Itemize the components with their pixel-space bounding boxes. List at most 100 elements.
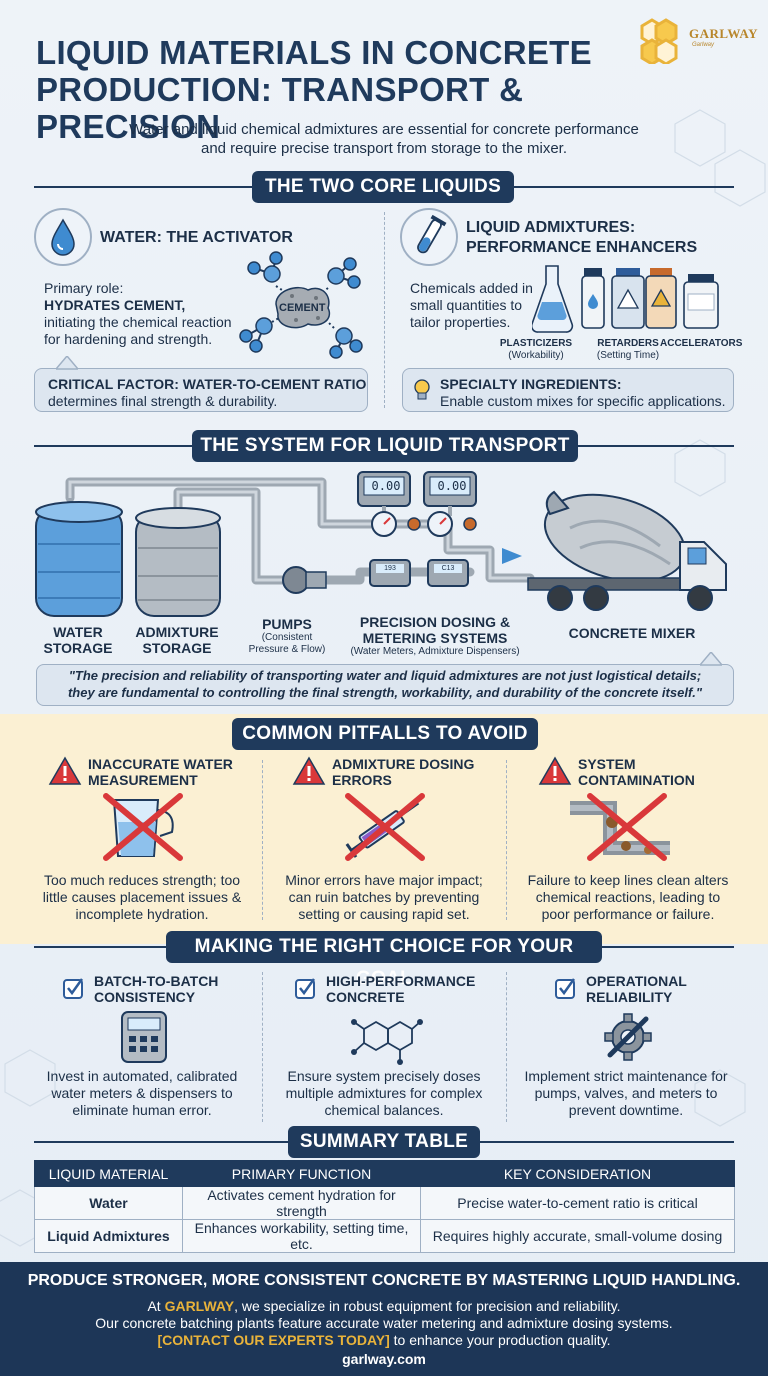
footer-line-2: Our concrete batching plants feature acc…: [95, 1315, 673, 1331]
pitfall-2-text-2: can ruin batches by preventing: [288, 889, 480, 905]
dispenser-reading-2: C13: [441, 565, 455, 572]
pitfall-1-text-1: Too much reduces strength; too: [43, 872, 241, 888]
gear-wrench-icon: [604, 1013, 652, 1061]
admix-heading-line-1: LIQUID ADMIXTURES:: [466, 219, 636, 236]
warning-icon: [292, 756, 326, 785]
summary-table: LIQUID MATERIAL PRIMARY FUNCTION KEY CON…: [34, 1160, 735, 1253]
table-cell: Precise water-to-cement ratio is critica…: [420, 1186, 735, 1220]
table-row: Liquid Admixtures Enhances workability, …: [34, 1219, 735, 1253]
water-callout-text: determines final strength & durability.: [48, 393, 278, 409]
water-storage-label-2: STORAGE: [43, 640, 113, 656]
dosing-label-1: PRECISION DOSING &: [359, 614, 511, 630]
admixture-meter-reading: 0.00: [437, 479, 467, 493]
pitfall-2-text-1: Minor errors have major impact;: [285, 872, 483, 888]
pitfall-2-text: Minor errors have major impact; can ruin…: [274, 872, 494, 923]
admix-text-line-3: tailor properties.: [410, 314, 511, 330]
choice-1-text-3: eliminate human error.: [72, 1102, 212, 1118]
logo-name: GARLWAY: [689, 26, 759, 41]
pitfall-1-title-2: MEASUREMENT: [88, 772, 198, 788]
choice-3-title-1: OPERATIONAL: [586, 973, 687, 989]
quote-text: "The precision and reliability of transp…: [36, 667, 734, 701]
pitfall-3-title-2: CONTAMINATION: [578, 772, 695, 788]
dosing-note: (Water Meters, Admixture Dispensers): [350, 646, 520, 657]
table-row: Water Activates cement hydration for str…: [34, 1186, 735, 1220]
column-divider: [506, 972, 507, 1122]
footer: [0, 1262, 768, 1376]
warning-icon: [48, 756, 82, 785]
measuring-jug-icon: [103, 793, 183, 861]
website-link[interactable]: garlway.com: [342, 1351, 426, 1367]
intro-line-1: Water and liquid chemical admixtures are…: [129, 121, 639, 138]
dispenser-reading-1: 193: [384, 565, 396, 572]
choice-2-text-2: multiple admixtures for complex: [285, 1085, 483, 1101]
checkbox-icon: [295, 978, 316, 999]
pumps-note-1: (Consistent: [261, 632, 313, 643]
choice-3-text: Implement strict maintenance for pumps, …: [516, 1068, 736, 1119]
test-tube-icon: [400, 208, 458, 266]
choice-1-text-2: water meters & dispensers to: [51, 1085, 233, 1101]
table-cell: Requires highly accurate, small-volume d…: [420, 1219, 735, 1253]
pitfall-1-text: Too much reduces strength; too little ca…: [32, 872, 252, 923]
water-storage-label-1: WATER: [53, 624, 103, 640]
pumps-label: PUMPS: [262, 616, 312, 632]
table-cell: Liquid Admixtures: [34, 1219, 183, 1253]
footer-line-3-post: to enhance your production quality.: [389, 1332, 611, 1348]
logo-subtitle: Garlway: [692, 42, 715, 48]
admixture-storage-label-2: STORAGE: [142, 640, 212, 656]
choice-3-text-2: pumps, valves, and meters to: [534, 1085, 718, 1101]
admix-type-1-note: (Workability): [508, 350, 564, 361]
concrete-mixer-label: CONCRETE MIXER: [568, 625, 696, 641]
choice-1-text-1: Invest in automated, calibrated: [46, 1068, 238, 1084]
water-heading: WATER: THE ACTIVATOR: [100, 229, 293, 246]
admix-callout: [402, 368, 734, 412]
syringe-icon: [345, 793, 425, 861]
water-role-line-1: initiating the chemical reaction: [44, 314, 232, 330]
admix-callout-bold: SPECIALTY INGREDIENTS:: [440, 376, 622, 392]
footer-line-1: At GARLWAY, we specialize in robust equi…: [0, 1298, 768, 1315]
column-divider: [506, 760, 507, 920]
pitfall-3-title-1: SYSTEM: [578, 756, 636, 772]
column-divider: [262, 760, 263, 920]
water-callout-bold: CRITICAL FACTOR: WATER-TO-CEMENT RATIO: [48, 376, 367, 392]
section-banner-summary: SUMMARY TABLE: [288, 1126, 480, 1158]
pitfall-2-text-3: setting or causing rapid set.: [298, 906, 470, 922]
footer-line-1-pre: At: [147, 1298, 165, 1314]
admixture-storage-label-1: ADMIXTURE: [135, 624, 219, 640]
contact-experts-link[interactable]: [CONTACT OUR EXPERTS TODAY]: [157, 1332, 390, 1348]
table-cell: Enhances workability, setting time, etc.: [182, 1219, 421, 1253]
title-line-1: LIQUID MATERIALS IN CONCRETE: [36, 34, 592, 71]
warning-icon: [538, 756, 572, 785]
quote-pointer-icon: [700, 652, 722, 666]
column-divider: [384, 212, 385, 408]
choice-2-text-3: chemical balances.: [324, 1102, 444, 1118]
intro-text: Water and liquid chemical admixtures are…: [84, 120, 684, 158]
lightbulb-icon: [414, 379, 430, 400]
contaminated-pipe-icon: [570, 793, 670, 861]
footer-line-3: [CONTACT OUR EXPERTS TODAY] to enhance y…: [0, 1332, 768, 1349]
pumps-note-2: Pressure & Flow): [248, 644, 326, 655]
pitfall-1-text-3: incomplete hydration.: [75, 906, 209, 922]
pitfall-3-text-2: chemical reactions, leading to: [535, 889, 721, 905]
garlway-logo-icon: [640, 18, 678, 64]
choice-1-title-2: CONSISTENCY: [94, 989, 196, 1005]
liquid-transport-system-diagram: [35, 471, 727, 617]
admix-text-line-2: small quantities to: [410, 297, 523, 313]
quote-line-1: "The precision and reliability of transp…: [68, 668, 702, 683]
quote-line-2: they are fundamental to controlling the …: [67, 685, 703, 700]
admix-type-1-name: PLASTICIZERS: [499, 338, 573, 349]
choice-2-text-1: Ensure system precisely doses: [287, 1068, 481, 1084]
intro-line-2: and require precise transport from stora…: [200, 140, 567, 157]
section-banner-system: THE SYSTEM FOR LIQUID TRANSPORT: [192, 430, 578, 462]
choice-2-title-1: HIGH-PERFORMANCE: [326, 973, 476, 989]
section-banner-core-liquids: THE TWO CORE LIQUIDS: [252, 171, 514, 203]
water-role-line-2: for hardening and strength.: [44, 331, 213, 347]
checkbox-icon: [555, 978, 576, 999]
water-molecules-icon: [239, 251, 363, 359]
pitfall-2-title-1: ADMIXTURE DOSING: [332, 756, 475, 772]
table-header: PRIMARY FUNCTION: [182, 1160, 421, 1187]
admix-type-3-name: ACCELERATORS: [660, 338, 743, 349]
page-title: LIQUID MATERIALS IN CONCRETE PRODUCTION:…: [36, 34, 636, 145]
pitfall-2-title-2: ERRORS: [332, 772, 392, 788]
table-cell: Water: [34, 1186, 183, 1220]
